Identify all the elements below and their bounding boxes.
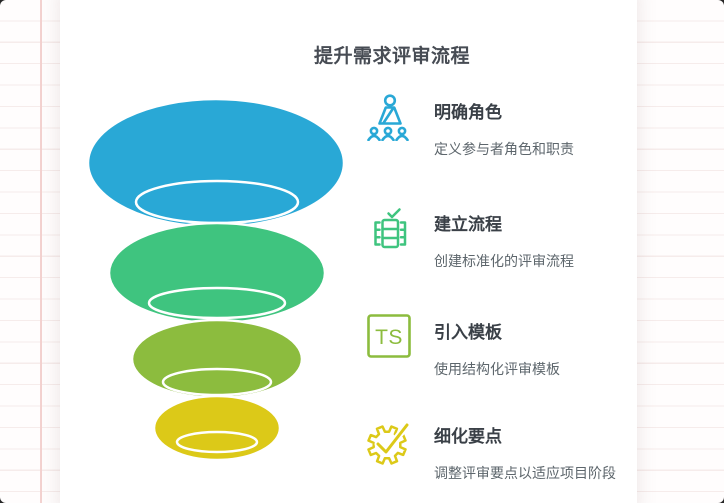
step-description: 定义参与者角色和职责 xyxy=(434,141,574,157)
step-title: 引入模板 xyxy=(434,323,502,342)
presentation-icon xyxy=(366,93,414,142)
step-item-1: 明确角色 定义参与者角色和职责 xyxy=(366,93,666,173)
step-title: 明确角色 xyxy=(434,103,502,122)
funnel-layer-3 xyxy=(130,318,304,400)
funnel-diagram xyxy=(86,97,346,462)
step-item-2: 建立流程 创建标准化的评审流程 xyxy=(366,205,666,285)
funnel-layer-4-mouth xyxy=(175,430,259,454)
funnel-layer-1 xyxy=(86,97,346,229)
funnel-layer-2-mouth xyxy=(147,286,287,320)
ts-icon-text: TS xyxy=(375,326,403,349)
step-title: 建立流程 xyxy=(434,215,502,234)
funnel-layer-4 xyxy=(152,394,282,462)
process-check-icon xyxy=(366,205,414,253)
step-title: 细化要点 xyxy=(434,427,502,446)
step-item-4: 细化要点 调整评审要点以适应项目阶段 xyxy=(366,417,666,497)
step-item-3: TS 引入模板 使用结构化评审模板 xyxy=(366,313,666,393)
notebook-paper-margin-line xyxy=(40,0,42,503)
page-title: 提升需求评审流程 xyxy=(313,46,471,67)
funnel-layer-2 xyxy=(107,221,327,325)
step-description: 创建标准化的评审流程 xyxy=(434,253,574,269)
ts-template-icon: TS xyxy=(366,313,414,361)
gear-check-icon xyxy=(366,417,414,465)
step-description: 调整评审要点以适应项目阶段 xyxy=(434,465,616,481)
step-description: 使用结构化评审模板 xyxy=(434,361,560,377)
